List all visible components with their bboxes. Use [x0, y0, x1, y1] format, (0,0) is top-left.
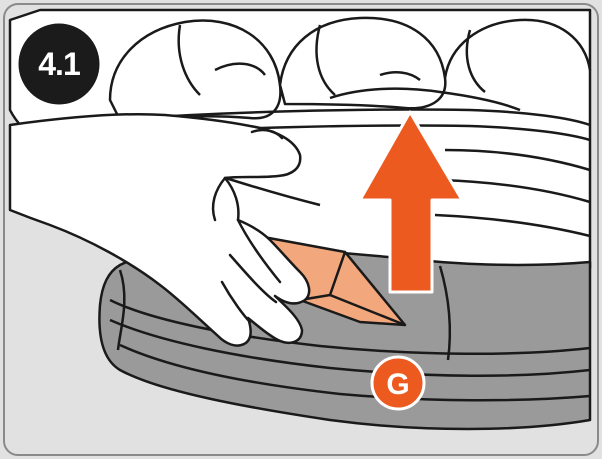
part-letter: G: [386, 368, 409, 401]
step-badge: 4.1: [17, 22, 101, 106]
part-badge: G: [372, 357, 424, 409]
step-number: 4.1: [38, 46, 80, 82]
